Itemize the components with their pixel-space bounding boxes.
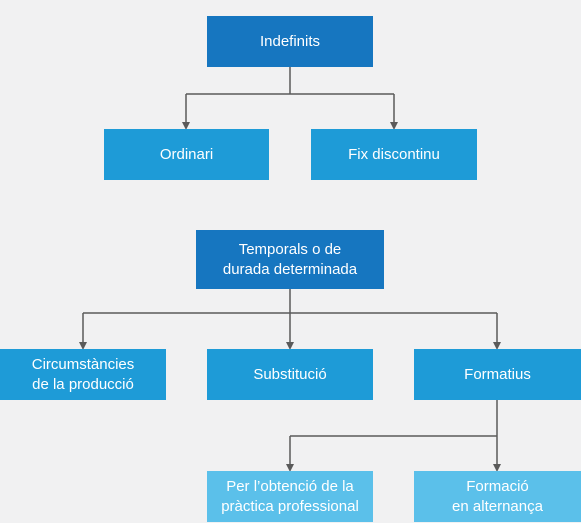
node-label: Indefinits	[259, 32, 321, 50]
node-substitucio: Substitució	[207, 349, 373, 400]
node-label: Substitució	[253, 365, 327, 383]
node-alternanca: Formació en alternança	[414, 471, 581, 522]
node-label: Circumstàncies de la producció	[31, 355, 135, 393]
node-temporals: Temporals o de durada determinada	[196, 230, 384, 289]
node-indefinits: Indefinits	[207, 16, 373, 67]
node-formatius: Formatius	[414, 349, 581, 400]
node-label: Per l’obtenció de la pràctica profession…	[221, 477, 359, 515]
node-label: Ordinari	[159, 145, 214, 163]
node-ordinari: Ordinari	[104, 129, 269, 180]
node-circumstancies: Circumstàncies de la producció	[0, 349, 166, 400]
node-label: Formatius	[464, 365, 531, 383]
node-label: Formació en alternança	[452, 477, 543, 515]
node-fix-discontinu: Fix discontinu	[311, 129, 477, 180]
node-label: Temporals o de durada determinada	[222, 240, 358, 278]
node-obtencio: Per l’obtenció de la pràctica profession…	[207, 471, 373, 522]
node-label: Fix discontinu	[348, 145, 440, 163]
